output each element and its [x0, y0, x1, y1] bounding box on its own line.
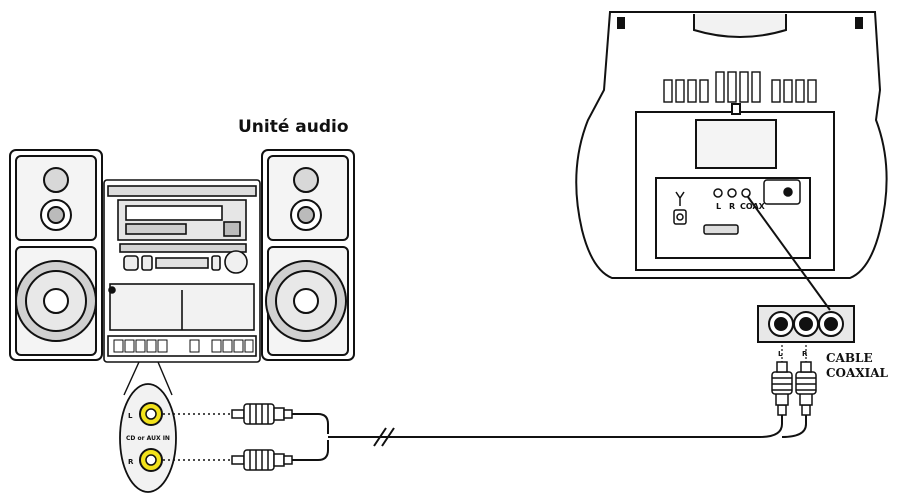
tv-terminal-left-label: L: [716, 202, 721, 211]
tv-terminal-panel: [673, 179, 801, 235]
right-speaker: [261, 149, 355, 361]
audio-unit-title: Unité audio: [238, 117, 349, 137]
rca-plug-tv-right: [795, 361, 817, 416]
rca-plug-bottom: [231, 449, 293, 471]
audio-main-unit: [103, 179, 261, 363]
coax-adapter: [757, 305, 855, 343]
input-jack-label: CD or AUX IN: [126, 435, 170, 442]
cable-break-mark: [373, 427, 395, 447]
cable-label-line1: CABLE: [826, 351, 873, 365]
audio-input-zoom: [119, 383, 177, 493]
rca-plug-tv-left: [771, 361, 793, 416]
zoom-callout-lines: [123, 361, 173, 396]
adapter-right-label: R: [802, 350, 808, 358]
input-right-label: R: [128, 458, 134, 466]
rca-plug-top: [231, 403, 293, 425]
adapter-dashed-lines: [781, 345, 807, 362]
tv-terminal-coax-label: COAX: [740, 202, 766, 211]
tv-terminal-right-label: R: [729, 202, 735, 211]
audio-cable: [292, 413, 807, 461]
left-speaker: [9, 149, 103, 361]
tv-coax-cable: [747, 196, 831, 311]
adapter-left-label: L: [778, 350, 783, 358]
plug-dotted-lines: [163, 413, 232, 461]
cable-label-line2: COAXIAL: [826, 366, 889, 380]
input-left-label: L: [128, 412, 133, 420]
tv-rear: [575, 11, 888, 279]
